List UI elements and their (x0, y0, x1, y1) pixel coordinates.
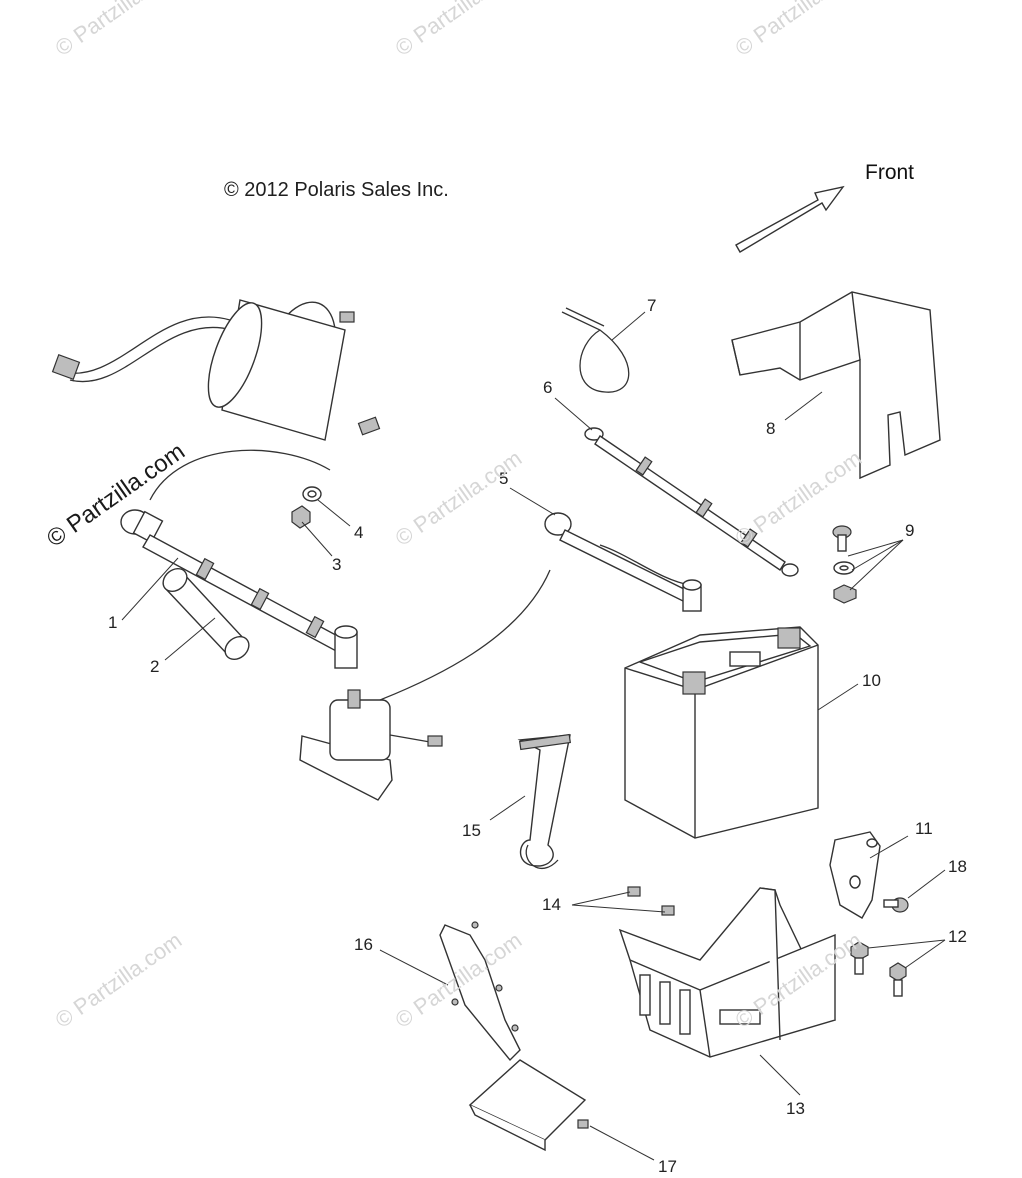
battery-cable-part-6 (584, 427, 799, 577)
starter-cable-part-1 (120, 509, 358, 669)
washer-part-4 (302, 486, 322, 502)
callout-17: 17 (658, 1157, 677, 1176)
callout-2: 2 (150, 657, 160, 676)
solenoid (299, 569, 551, 801)
callout-9: 9 (905, 521, 915, 540)
callout-10: 10 (862, 671, 881, 690)
callout-18: 18 (948, 857, 967, 876)
battery-strap-part-15 (517, 733, 571, 869)
battery-cover-part-8 (731, 291, 941, 480)
callout-14: 14 (542, 895, 561, 914)
bolt-part-18 (883, 897, 909, 913)
callout-5: 5 (499, 469, 509, 488)
screws-part-12 (850, 941, 907, 997)
callout-4: 4 (354, 523, 364, 542)
starter-motor (51, 299, 381, 441)
bracket-part-11 (829, 831, 881, 919)
callout-7: 7 (647, 296, 657, 315)
copyright-notice: © 2012 Polaris Sales Inc. (224, 179, 449, 201)
nut-part-3 (291, 505, 311, 529)
callout-3: 3 (332, 555, 342, 574)
cable-boot-part-2 (162, 567, 250, 661)
callout-1: 1 (108, 613, 118, 632)
cable-tie-part-7 (561, 307, 630, 393)
front-arrow-icon (735, 185, 845, 253)
callout-13: 13 (786, 1099, 805, 1118)
callout-12: 12 (948, 927, 967, 946)
callout-16: 16 (354, 935, 373, 954)
hardware-set-part-9 (832, 525, 857, 604)
screw-part-17 (577, 1119, 589, 1129)
clips-part-14 (627, 886, 675, 916)
callout-8: 8 (766, 419, 776, 438)
callout-6: 6 (543, 378, 553, 397)
front-direction-label: Front (865, 161, 915, 184)
callout-15: 15 (462, 821, 481, 840)
battery-part-10 (624, 626, 819, 839)
mounting-bracket-part-16 (439, 921, 587, 1152)
leader-lines (121, 311, 946, 1161)
ground-cable-part-5 (544, 512, 702, 612)
battery-box-part-13 (618, 887, 836, 1058)
starter-wire (149, 449, 331, 501)
callout-11: 11 (915, 819, 933, 838)
